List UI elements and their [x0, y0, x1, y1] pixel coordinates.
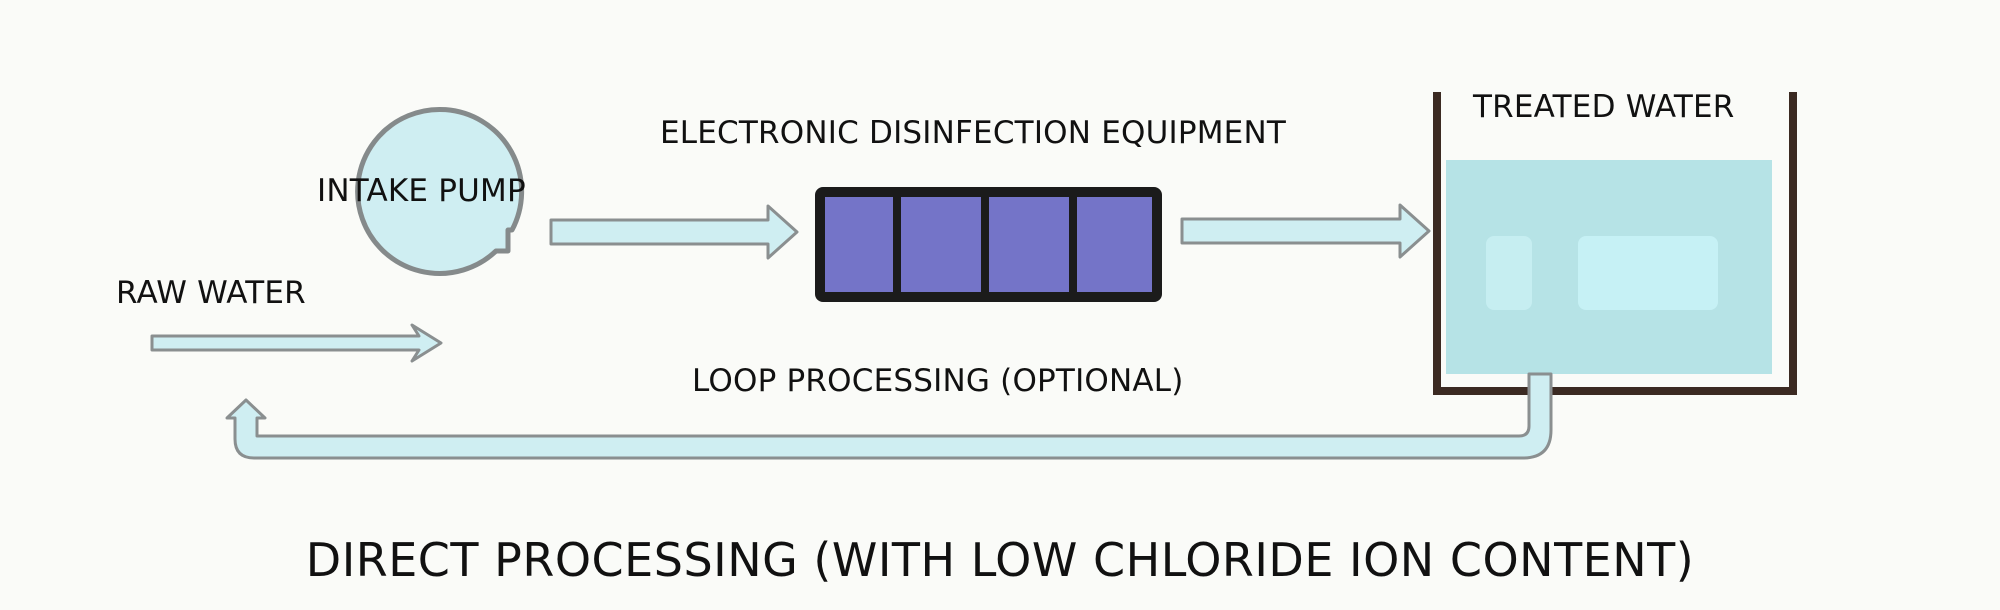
intake-pump-label: INTAKE PUMP [317, 173, 526, 209]
diagram-caption: DIRECT PROCESSING (WITH LOW CHLORIDE ION… [305, 533, 1695, 587]
equipment-cell-4 [1077, 197, 1152, 292]
treated-water-label: TREATED WATER [1473, 89, 1735, 125]
tank-water-highlight-small [1486, 236, 1532, 310]
loop-processing-label: LOOP PROCESSING (OPTIONAL) [692, 363, 1184, 399]
tank-water-highlight-large [1578, 236, 1718, 310]
equipment-cell-2 [901, 197, 981, 292]
equipment-label: ELECTRONIC DISINFECTION EQUIPMENT [660, 115, 1286, 151]
equipment-cell-3 [989, 197, 1069, 292]
equipment-cell-1 [825, 197, 893, 292]
disinfection-equipment [815, 187, 1162, 302]
raw-water-arrow [150, 323, 443, 363]
raw-water-label: RAW WATER [116, 275, 306, 311]
intake-pump [355, 107, 525, 276]
loop-return-pipe [225, 372, 1553, 460]
treated-water-tank [1433, 92, 1797, 395]
pump-to-equipment-arrow [549, 204, 799, 260]
equipment-to-tank-arrow [1180, 203, 1431, 259]
